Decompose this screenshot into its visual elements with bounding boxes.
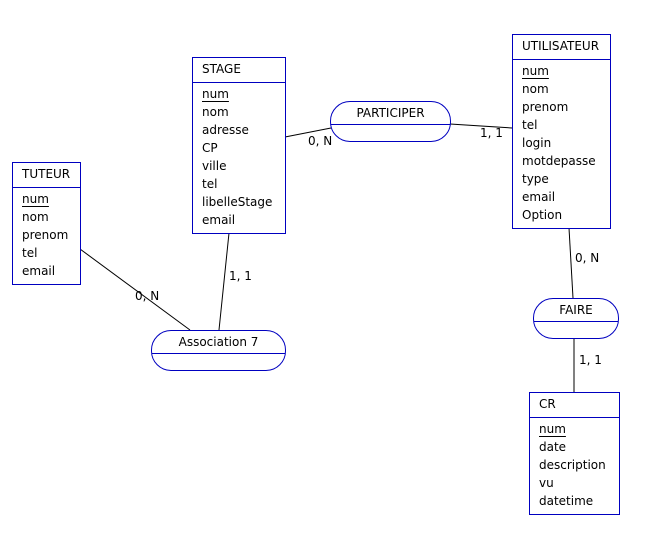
association-faire-name: FAIRE: [534, 299, 618, 322]
entity-utilisateur-attr: Option: [522, 208, 563, 222]
entity-stage-attr: email: [202, 213, 236, 227]
entity-tuteur-attr: nom: [22, 210, 49, 224]
association-faire[interactable]: FAIRE: [533, 298, 619, 339]
entity-cr-title: CR: [530, 393, 619, 418]
entity-tuteur[interactable]: TUTEUR num nom prenom tel email: [12, 162, 81, 285]
entity-utilisateur-title: UTILISATEUR: [513, 35, 610, 60]
entity-utilisateur-attr: type: [522, 172, 549, 186]
entity-tuteur-title: TUTEUR: [13, 163, 80, 188]
entity-cr-key: num: [539, 422, 566, 436]
entity-cr-attr: vu: [539, 476, 554, 490]
cardinality-cr-faire: 1, 1: [579, 353, 602, 367]
entity-utilisateur-attr: prenom: [522, 100, 569, 114]
association-association7-name: Association 7: [152, 331, 285, 354]
link-stage-participer: [284, 127, 332, 138]
entity-tuteur-attr: email: [22, 264, 56, 278]
cardinality-utilisateur-participer: 1, 1: [480, 126, 503, 140]
entity-stage[interactable]: STAGE num nom adresse CP ville tel libel…: [192, 57, 286, 234]
entity-tuteur-attr: tel: [22, 246, 38, 260]
entity-stage-attr: adresse: [202, 123, 249, 137]
entity-stage-attr: tel: [202, 177, 218, 191]
entity-stage-attr: libelleStage: [202, 195, 273, 209]
link-tuteur-association7: [79, 248, 191, 331]
cardinality-utilisateur-faire: 0, N: [575, 251, 600, 265]
entity-utilisateur[interactable]: UTILISATEUR num nom prenom tel login mot…: [512, 34, 611, 229]
link-participer-utilisateur: [449, 123, 513, 129]
association-participer-name: PARTICIPER: [331, 102, 450, 125]
entity-stage-title: STAGE: [193, 58, 285, 83]
entity-cr-attr: datetime: [539, 494, 594, 508]
cardinality-stage-association7: 1, 1: [229, 269, 252, 283]
entity-stage-attr: ville: [202, 159, 227, 173]
entity-utilisateur-attr: nom: [522, 82, 549, 96]
entity-utilisateur-attr: tel: [522, 118, 538, 132]
entity-cr[interactable]: CR num date description vu datetime: [529, 392, 620, 515]
association-participer[interactable]: PARTICIPER: [330, 101, 451, 142]
entity-tuteur-attr: prenom: [22, 228, 69, 242]
entity-cr-attr: date: [539, 440, 567, 454]
entity-utilisateur-key: num: [522, 64, 549, 78]
entity-stage-attr: CP: [202, 141, 218, 155]
cardinality-tuteur-association7: 0, N: [135, 289, 160, 303]
entity-utilisateur-attr: motdepasse: [522, 154, 596, 168]
entity-tuteur-key: num: [22, 192, 49, 206]
entity-cr-attr: description: [539, 458, 606, 472]
link-utilisateur-faire: [568, 227, 574, 299]
cardinality-stage-participer: 0, N: [308, 134, 333, 148]
entity-stage-attr: nom: [202, 105, 229, 119]
entity-utilisateur-attr: email: [522, 190, 556, 204]
entity-utilisateur-attr: login: [522, 136, 552, 150]
link-stage-association7: [218, 232, 230, 331]
entity-stage-key: num: [202, 87, 229, 101]
association-association7[interactable]: Association 7: [151, 330, 286, 371]
